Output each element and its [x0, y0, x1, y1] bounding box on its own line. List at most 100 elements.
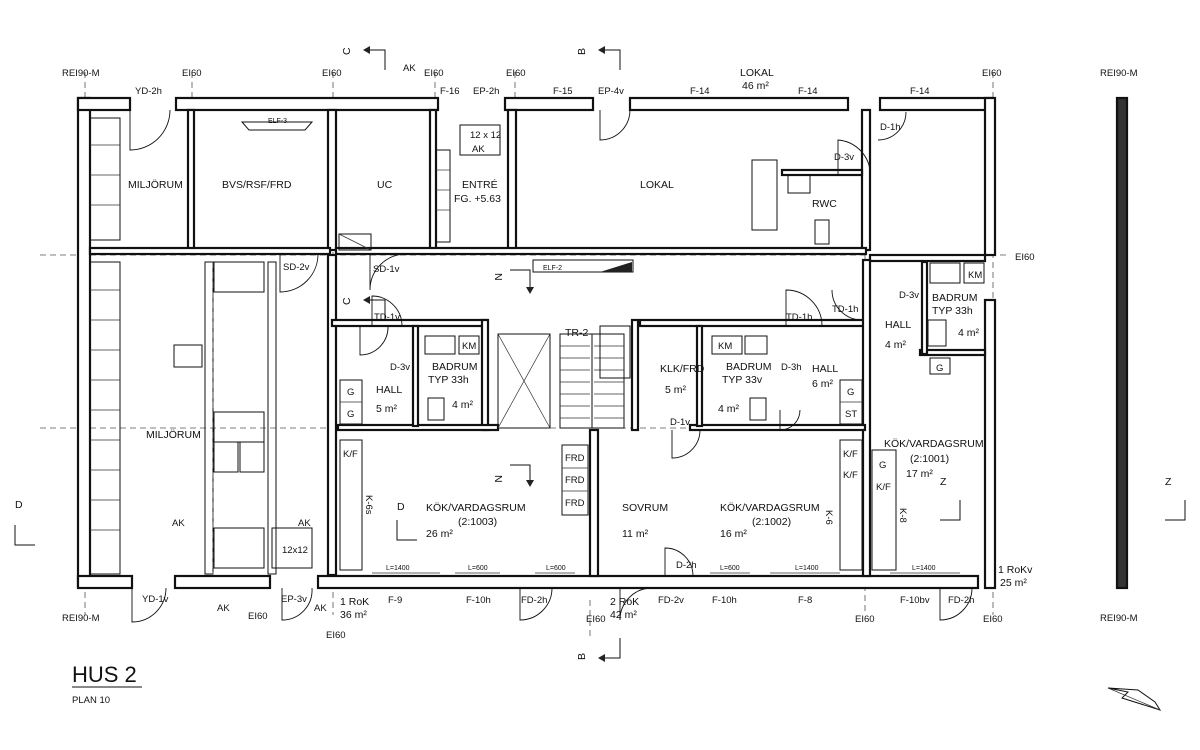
label-ak-l2: AK — [298, 518, 311, 529]
room-badrum-c-area: 4 m² — [958, 327, 980, 339]
label-rei-bl: REI90-M — [62, 613, 100, 624]
room-kok-a: KÖK/VARDAGSRUM — [426, 502, 526, 514]
text-labels: HUS 2 PLAN 10 MILJÖRUM BVS/RSF/FRD UC EN… — [15, 47, 1172, 706]
label-g-b: G — [847, 387, 854, 398]
label-rei-tl: REI90-M — [62, 68, 100, 79]
room-hall-b-area: 6 m² — [812, 378, 834, 390]
label-g-a1: G — [347, 387, 354, 398]
room-entre: ENTRÉ — [462, 178, 498, 191]
label-l600a: L=600 — [468, 565, 488, 572]
room-kok-a-area: 26 m² — [426, 528, 453, 540]
room-miljorum-top: MILJÖRUM — [128, 179, 183, 191]
room-miljorum-left: MILJÖRUM — [146, 429, 201, 441]
door-swings — [129, 109, 973, 623]
room-kok-c-id: (2:1001) — [910, 453, 949, 465]
section-c-mid: C — [341, 297, 353, 305]
room-kok-c-area: 17 m² — [906, 468, 933, 480]
label-ak-l1: AK — [172, 518, 185, 529]
label-ep3v: EP-3v — [281, 594, 307, 605]
label-hatch-top: 12 x 12 — [470, 130, 501, 141]
room-klk: KLK/FRD — [660, 363, 705, 375]
label-g-c: G — [936, 363, 943, 374]
label-g-a2: G — [347, 409, 354, 420]
label-l1400a: L=1400 — [386, 565, 410, 572]
label-frd1: FRD — [565, 453, 585, 464]
label-elf2: ELF-2 — [543, 265, 562, 272]
label-ei60-b5: EI60 — [983, 614, 1003, 625]
label-fd2v: FD-2v — [658, 595, 684, 606]
label-d3h-b: D-3h — [781, 362, 802, 373]
label-l600c: L=600 — [720, 565, 740, 572]
label-ei60-b3: EI60 — [586, 614, 606, 625]
label-ei60-b1: EI60 — [248, 611, 268, 622]
label-ak-b2: AK — [314, 603, 327, 614]
label-td1h-b: TD-1h — [832, 304, 858, 315]
label-ei60-b2: EI60 — [326, 630, 346, 641]
label-f16: F-16 — [440, 86, 460, 97]
room-badrum-c-typ: TYP 33h — [932, 305, 973, 317]
stair-tr2 — [497, 333, 625, 429]
label-f15: F-15 — [553, 86, 573, 97]
fixtures — [339, 159, 985, 571]
apt-a: 1 RoK — [340, 596, 369, 608]
label-frd2: FRD — [565, 475, 585, 486]
label-sd1v: SD-1v — [373, 264, 400, 275]
room-badrum-b-typ: TYP 33v — [722, 374, 763, 386]
apt-c-area: 25 m² — [1000, 577, 1027, 589]
room-badrum-a-area: 4 m² — [452, 399, 474, 411]
label-ep2h: EP-2h — [473, 86, 499, 97]
label-sd2v: SD-2v — [283, 262, 310, 273]
room-lokal-top: LOKAL — [740, 67, 774, 79]
section-b-bot: B — [576, 653, 588, 660]
room-rwc: RWC — [812, 198, 837, 210]
label-km-c: KM — [968, 270, 982, 281]
label-yd1v: YD-1v — [142, 594, 169, 605]
label-f14c: F-14 — [910, 86, 930, 97]
label-ak-hatch: AK — [472, 144, 485, 155]
label-f14b: F-14 — [798, 86, 818, 97]
label-f9: F-9 — [388, 595, 402, 606]
label-d3v-c: D-3v — [899, 290, 919, 301]
label-k6s: K-6s — [363, 495, 374, 515]
room-hall-a-area: 5 m² — [376, 403, 398, 415]
apt-b: 2 RoK — [610, 596, 639, 608]
label-yd2h: YD-2h — [135, 86, 162, 97]
section-arrows — [14, 46, 1186, 662]
label-ei60-right: EI60 — [1015, 252, 1035, 263]
label-f10bv: F-10bv — [900, 595, 930, 606]
label-ei60-3: EI60 — [424, 68, 444, 79]
room-hall-a: HALL — [376, 384, 402, 396]
label-d3v-top: D-3v — [834, 152, 854, 163]
elf2-cabinet — [532, 259, 634, 273]
label-ei60-4: EI60 — [506, 68, 526, 79]
apt-c: 1 RoKv — [998, 564, 1033, 576]
label-fd2h: FD-2h — [521, 595, 547, 606]
room-sovrum-area: 11 m² — [622, 528, 649, 540]
label-d3v-a: D-3v — [390, 362, 410, 373]
label-l1400b: L=1400 — [795, 565, 819, 572]
label-d2h: D-2h — [676, 560, 697, 571]
label-l1400c: L=1400 — [912, 565, 936, 572]
label-kf-a: K/F — [343, 449, 358, 460]
label-ei60-2: EI60 — [322, 68, 342, 79]
room-lokal: LOKAL — [640, 179, 674, 191]
room-badrum-b-area: 4 m² — [718, 403, 740, 415]
stair-label: TR-2 — [565, 327, 588, 339]
label-st-b: ST — [845, 409, 857, 420]
label-ep4v: EP-4v — [598, 86, 624, 97]
room-kok-b-area: 16 m² — [720, 528, 747, 540]
section-z-right: Z — [1165, 476, 1172, 488]
label-ak-b1: AK — [217, 603, 230, 614]
label-km-a: KM — [462, 341, 476, 352]
label-hatch-bot: 12x12 — [282, 545, 308, 556]
room-kok-c: KÖK/VARDAGSRUM — [884, 438, 984, 450]
label-k8: K-8 — [897, 508, 908, 523]
room-badrum-a: BADRUM — [432, 361, 478, 373]
label-g-c2: G — [879, 460, 886, 471]
label-elf3: ELF-3 — [268, 118, 287, 125]
label-km-b: KM — [718, 341, 732, 352]
north-arrow-icon — [1107, 687, 1162, 711]
label-td1v: TD-1v — [374, 312, 400, 323]
section-b-top: B — [576, 48, 588, 55]
